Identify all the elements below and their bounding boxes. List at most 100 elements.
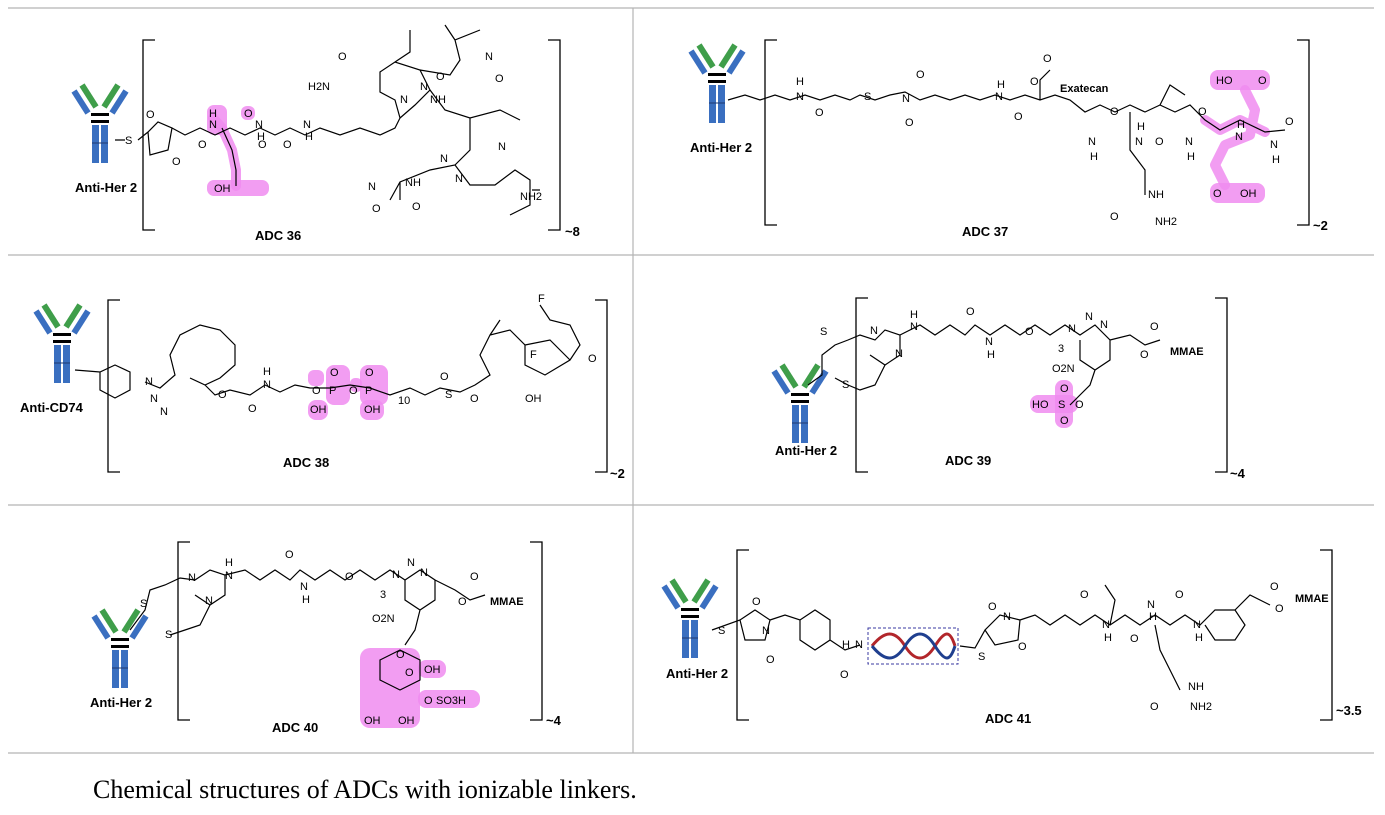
svg-text:N: N — [985, 336, 993, 348]
svg-text:S: S — [445, 389, 452, 401]
bracket-right — [1320, 549, 1333, 721]
bracket-right — [530, 541, 543, 721]
svg-text:N: N — [300, 581, 308, 593]
svg-text:O: O — [1110, 106, 1119, 118]
svg-text:O: O — [1198, 106, 1207, 118]
svg-text:N: N — [1185, 136, 1193, 148]
svg-text:O: O — [1130, 633, 1139, 645]
svg-text:H: H — [1104, 632, 1112, 644]
svg-text:O: O — [470, 571, 479, 583]
svg-text:H: H — [263, 366, 271, 378]
svg-text:O: O — [345, 571, 354, 583]
svg-text:NH: NH — [1148, 189, 1164, 201]
svg-text:N: N — [420, 567, 428, 579]
svg-text:O: O — [1014, 111, 1023, 123]
svg-text:S: S — [842, 379, 849, 391]
svg-text:O: O — [1270, 581, 1279, 593]
svg-text:H: H — [1195, 632, 1203, 644]
svg-text:O: O — [440, 371, 449, 383]
antibody-icon — [664, 580, 716, 658]
svg-text:S: S — [820, 326, 827, 338]
bracket-right — [1297, 39, 1310, 226]
svg-text:H: H — [1137, 121, 1145, 133]
svg-text:HO: HO — [1032, 399, 1049, 411]
svg-text:O: O — [1110, 211, 1119, 223]
bracket-right — [1215, 297, 1228, 473]
svg-text:N: N — [895, 348, 903, 360]
svg-text:O: O — [1150, 321, 1159, 333]
dna-box — [867, 627, 959, 665]
svg-text:O: O — [198, 139, 207, 151]
antibody-label: Anti-Her 2 — [75, 180, 137, 195]
svg-text:H: H — [1149, 611, 1157, 623]
svg-text:N: N — [1135, 136, 1143, 148]
svg-text:3: 3 — [380, 589, 386, 601]
svg-text:F: F — [530, 349, 537, 361]
svg-text:P: P — [365, 385, 372, 397]
svg-text:O: O — [338, 51, 347, 63]
svg-text:O: O — [1043, 53, 1052, 65]
svg-text:S: S — [125, 135, 132, 147]
svg-text:O: O — [218, 389, 227, 401]
svg-text:H: H — [302, 594, 310, 606]
bracket-right — [548, 39, 561, 231]
svg-text:O: O — [916, 69, 925, 81]
svg-text:MMAE: MMAE — [1295, 593, 1329, 605]
svg-text:N: N — [855, 639, 863, 651]
svg-text:O: O — [1258, 75, 1267, 87]
svg-text:N: N — [1193, 619, 1201, 631]
svg-text:P: P — [329, 385, 336, 397]
svg-text:N: N — [188, 572, 196, 584]
dna-helix-strand — [870, 632, 957, 660]
svg-text:O: O — [1060, 383, 1069, 395]
svg-text:N: N — [225, 570, 233, 582]
adc-name: ADC 37 — [962, 224, 1008, 239]
svg-text:H: H — [225, 557, 233, 569]
dar-label: ~8 — [565, 224, 580, 239]
svg-text:O: O — [172, 156, 181, 168]
svg-text:O2N: O2N — [372, 613, 395, 625]
svg-text:O: O — [815, 107, 824, 119]
svg-text:OH: OH — [398, 715, 415, 727]
svg-text:N: N — [910, 321, 918, 333]
dar-label: ~3.5 — [1336, 703, 1362, 718]
svg-text:OH: OH — [364, 715, 381, 727]
svg-text:N: N — [902, 93, 910, 105]
svg-text:HO: HO — [1216, 75, 1233, 87]
svg-text:O: O — [330, 367, 339, 379]
svg-text:OH: OH — [310, 404, 327, 416]
svg-text:OH: OH — [1240, 188, 1257, 200]
svg-text:NH2: NH2 — [1190, 701, 1212, 713]
svg-text:H: H — [257, 131, 265, 143]
antibody-icon — [74, 85, 126, 163]
svg-text:O: O — [349, 385, 358, 397]
figure-caption: Chemical structures of ADCs with ionizab… — [93, 775, 637, 804]
dar-label: ~2 — [610, 466, 625, 481]
svg-text:NH2: NH2 — [520, 191, 542, 203]
bracket-right — [595, 299, 608, 473]
svg-text:O: O — [1140, 349, 1149, 361]
svg-text:N: N — [498, 141, 506, 153]
svg-text:N: N — [1085, 311, 1093, 323]
svg-text:H: H — [1272, 154, 1280, 166]
svg-text:H: H — [305, 131, 313, 143]
svg-text:O: O — [424, 695, 433, 707]
svg-text:Exatecan: Exatecan — [1060, 83, 1109, 95]
svg-text:F: F — [538, 293, 545, 305]
svg-text:N: N — [440, 153, 448, 165]
svg-text:O: O — [966, 306, 975, 318]
svg-text:N: N — [150, 393, 158, 405]
svg-text:O: O — [146, 109, 155, 121]
svg-text:N: N — [263, 379, 271, 391]
svg-text:O: O — [1175, 589, 1184, 601]
svg-text:10: 10 — [398, 395, 410, 407]
svg-text:N: N — [407, 557, 415, 569]
svg-text:O: O — [1285, 116, 1294, 128]
adc-name: ADC 40 — [272, 720, 318, 735]
svg-text:N: N — [392, 569, 400, 581]
svg-text:O: O — [988, 601, 997, 613]
svg-text:N: N — [160, 406, 168, 418]
svg-text:O: O — [1080, 589, 1089, 601]
svg-text:O: O — [365, 367, 374, 379]
